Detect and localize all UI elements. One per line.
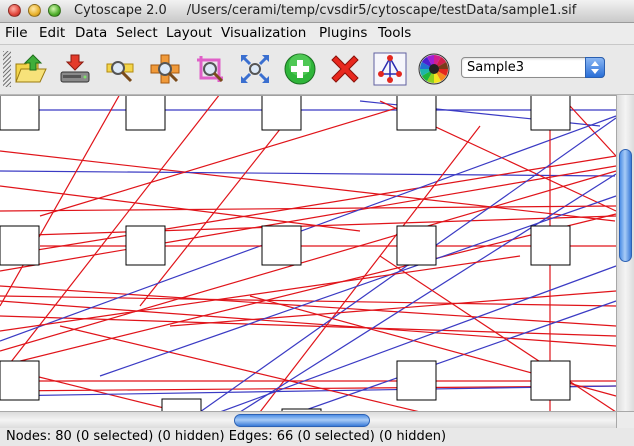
menu-visualization[interactable]: Visualization xyxy=(221,25,307,41)
zoom-in-icon[interactable] xyxy=(103,52,137,86)
network-node[interactable] xyxy=(281,408,322,412)
network-edge[interactable] xyxy=(0,185,361,232)
attribute-selector-value: Sample3 xyxy=(467,60,525,75)
network-edge[interactable] xyxy=(0,170,616,177)
window-title: Cytoscape 2.0/Users/cerami/temp/cvsdir5/… xyxy=(74,3,576,18)
network-node[interactable] xyxy=(261,225,302,266)
network-node[interactable] xyxy=(530,225,571,266)
network-edge[interactable] xyxy=(0,115,617,342)
zoom-selected-icon[interactable] xyxy=(193,52,227,86)
horizontal-scroll-thumb[interactable] xyxy=(234,414,370,427)
network-node[interactable] xyxy=(261,96,302,131)
network-node[interactable] xyxy=(396,360,437,401)
status-bar: Nodes: 80 (0 selected) (0 hidden) Edges:… xyxy=(0,428,634,446)
network-edge[interactable] xyxy=(0,96,220,377)
network-edge[interactable] xyxy=(99,195,617,377)
network-canvas[interactable] xyxy=(0,95,634,412)
network-edge[interactable] xyxy=(0,295,617,307)
network-node[interactable] xyxy=(396,96,437,131)
menu-file[interactable]: File xyxy=(5,25,28,41)
network-edge[interactable] xyxy=(239,173,617,412)
network-edge[interactable] xyxy=(0,150,616,222)
zoom-window-button[interactable] xyxy=(48,4,61,17)
network-edge[interactable] xyxy=(0,205,617,212)
network-node[interactable] xyxy=(530,96,571,131)
color-wheel-icon[interactable] xyxy=(417,52,451,86)
save-network-icon[interactable] xyxy=(58,52,92,86)
open-folder-icon[interactable] xyxy=(14,52,48,86)
file-path: /Users/cerami/temp/cvsdir5/cytoscape/tes… xyxy=(186,3,577,18)
scrollbar-corner xyxy=(616,411,634,428)
app-title: Cytoscape 2.0 xyxy=(74,3,167,18)
network-edge[interactable] xyxy=(0,300,617,347)
network-node[interactable] xyxy=(125,225,166,266)
delete-icon[interactable] xyxy=(328,52,362,86)
network-node[interactable] xyxy=(0,96,40,131)
menu-edit[interactable]: Edit xyxy=(39,25,66,41)
network-node[interactable] xyxy=(125,96,166,131)
network-edge[interactable] xyxy=(0,315,617,337)
toolbar-grip[interactable] xyxy=(3,51,11,87)
menu-data[interactable]: Data xyxy=(75,25,108,41)
network-node[interactable] xyxy=(396,225,437,266)
network-edge[interactable] xyxy=(169,290,617,327)
network-edge[interactable] xyxy=(219,265,617,412)
network-edge[interactable] xyxy=(0,215,617,237)
network-edge[interactable] xyxy=(0,285,617,327)
layout-network-icon[interactable] xyxy=(373,52,407,86)
attribute-selector[interactable]: Sample3 xyxy=(461,57,605,78)
title-bar: Cytoscape 2.0/Users/cerami/temp/cvsdir5/… xyxy=(0,0,634,23)
network-edge[interactable] xyxy=(379,255,617,412)
close-window-button[interactable] xyxy=(8,4,21,17)
network-edge[interactable] xyxy=(39,100,421,217)
vertical-scroll-thumb[interactable] xyxy=(619,148,632,263)
zoom-out-icon[interactable] xyxy=(148,52,182,86)
network-edge[interactable] xyxy=(0,255,521,332)
network-edge[interactable] xyxy=(0,385,617,397)
network-edge[interactable] xyxy=(0,165,617,272)
network-edge[interactable] xyxy=(299,300,617,412)
network-node[interactable] xyxy=(0,225,40,266)
network-edge[interactable] xyxy=(569,105,617,157)
minimize-window-button[interactable] xyxy=(28,4,41,17)
vertical-scrollbar[interactable] xyxy=(616,95,634,411)
network-edge[interactable] xyxy=(0,155,617,257)
network-edge[interactable] xyxy=(0,96,120,307)
chevron-up-down-icon[interactable] xyxy=(585,57,605,78)
status-text: Nodes: 80 (0 selected) (0 hidden) Edges:… xyxy=(6,429,447,444)
network-edge[interactable] xyxy=(139,103,301,307)
add-icon[interactable] xyxy=(283,52,317,86)
menu-bar: File Edit Data Select Layout Visualizati… xyxy=(0,23,634,45)
network-edge[interactable] xyxy=(59,325,421,412)
menu-plugins[interactable]: Plugins xyxy=(319,25,368,41)
zoom-fit-icon[interactable] xyxy=(238,52,272,86)
network-edge[interactable] xyxy=(0,385,617,392)
network-edge[interactable] xyxy=(0,170,617,352)
network-edge[interactable] xyxy=(259,125,481,412)
network-node[interactable] xyxy=(530,360,571,401)
menu-tools[interactable]: Tools xyxy=(378,25,412,41)
network-node[interactable] xyxy=(161,398,202,412)
network-edge[interactable] xyxy=(0,213,617,367)
network-node[interactable] xyxy=(0,360,40,401)
menu-select[interactable]: Select xyxy=(116,25,158,41)
horizontal-scrollbar[interactable] xyxy=(0,411,616,428)
menu-layout[interactable]: Layout xyxy=(166,25,212,41)
